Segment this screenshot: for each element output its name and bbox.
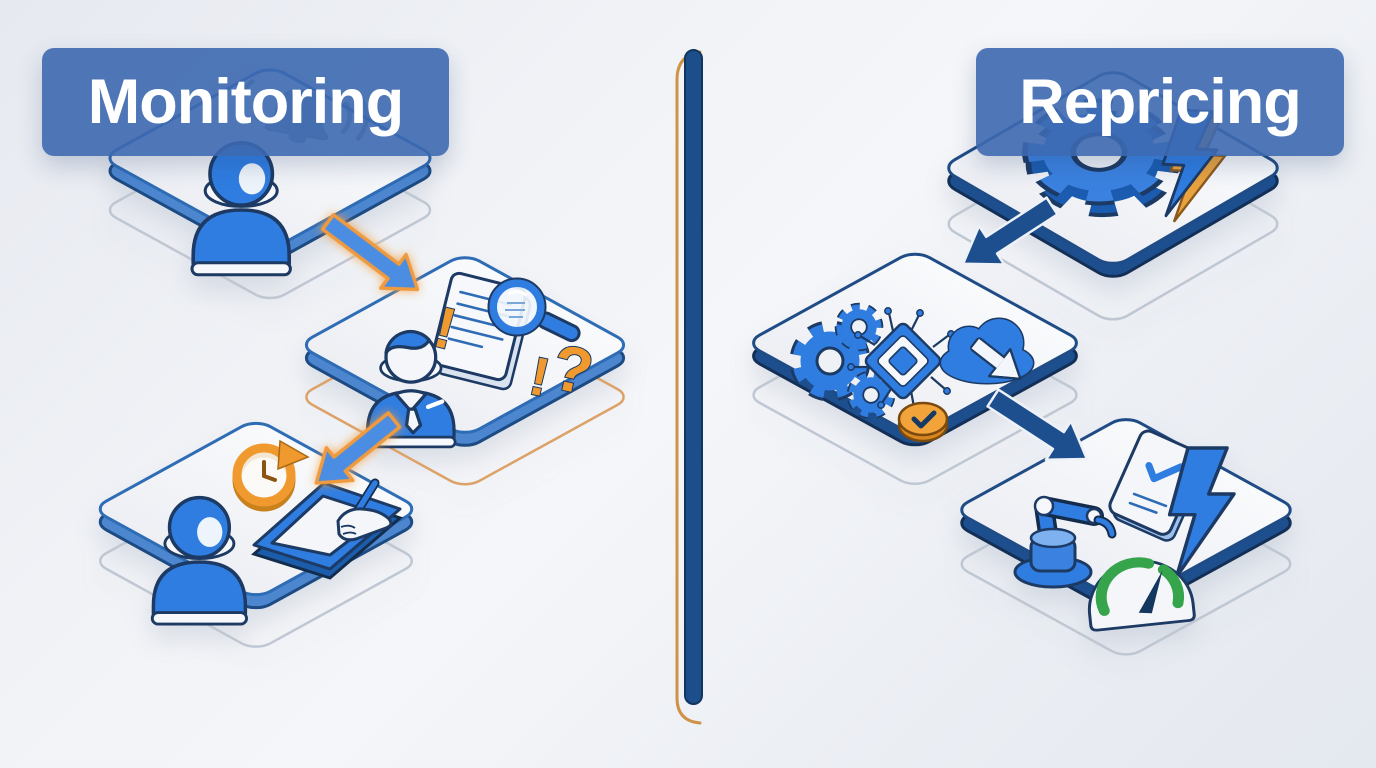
center-divider xyxy=(675,49,703,725)
cloud-transfer-icon xyxy=(939,317,1035,385)
arrow-reprice-step2-3 xyxy=(986,388,1089,462)
monitoring-label: Monitoring xyxy=(87,67,404,137)
tile-automated-processing xyxy=(745,250,1084,489)
tile-manual-signoff xyxy=(92,419,420,651)
tile-instant-execution xyxy=(953,415,1298,659)
time-history-icon xyxy=(232,439,310,512)
divider-bar xyxy=(684,49,703,705)
monitoring-badge: Monitoring xyxy=(42,48,449,156)
tile-manual-review: ! ! ? xyxy=(298,253,632,489)
signature-tablet-icon xyxy=(251,478,403,580)
robot-arm-icon xyxy=(1013,495,1117,589)
repricing-badge: Repricing xyxy=(976,48,1344,156)
magnifier-icon xyxy=(487,277,581,343)
repricing-label: Repricing xyxy=(1019,67,1302,137)
speedometer-icon xyxy=(1087,557,1196,632)
arrow-monitor-step2-3 xyxy=(314,411,402,485)
chip-icon xyxy=(847,307,961,413)
check-coin-icon xyxy=(897,401,949,443)
arrow-reprice-step1-2 xyxy=(961,196,1059,266)
arrow-monitor-step1-2 xyxy=(320,213,420,292)
